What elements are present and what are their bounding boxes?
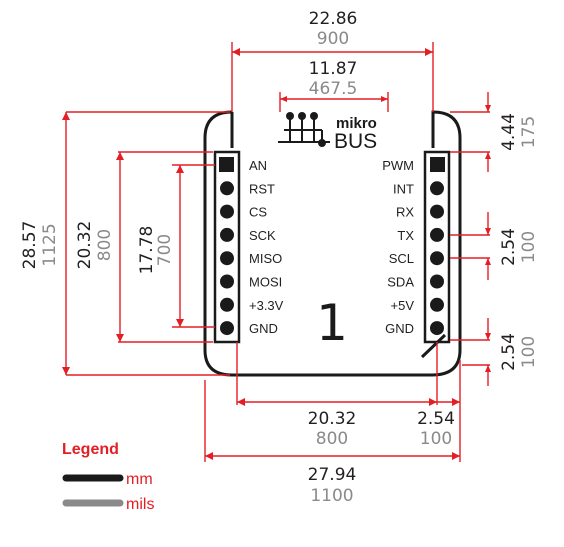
right-pin-dot: [430, 227, 444, 242]
right-pin-dot: [430, 297, 444, 312]
dim-pin-pitch-mm: 2.54: [499, 228, 519, 266]
dim-total-width: 27.94 1100: [204, 380, 460, 506]
left-pin-dot: [220, 251, 234, 266]
dim-inner-width: 20.32 800: [236, 342, 461, 462]
left-pin-dot: [220, 227, 234, 242]
dim-edge-offset-mil: 100: [420, 429, 452, 449]
dim-logo-width: 11.87 467.5: [279, 59, 389, 112]
right-pin-label: +5V: [391, 298, 415, 313]
dim-total-height-mil: 1125: [40, 223, 60, 266]
board-corner-notch: [420, 333, 447, 359]
dim-bottom-edge-mil: 100: [519, 336, 539, 368]
dim-corner-offset-mm: 4.44: [499, 113, 519, 151]
dim-total-width-mm: 27.94: [308, 465, 357, 485]
bus-icon: [278, 112, 330, 147]
right-pin-label: SDA: [387, 275, 414, 290]
dim-logo-width-mil: 467.5: [309, 79, 358, 99]
logo-bus: BUS: [334, 130, 377, 153]
legend-label-mils: mils: [126, 496, 154, 513]
legend-label-mm: mm: [126, 471, 153, 488]
left-pin-dot: [220, 181, 234, 196]
left-header-pins: [220, 181, 234, 336]
logo-mikro: mikro: [336, 115, 377, 132]
dim-pin-pitch-mil: 100: [519, 231, 539, 263]
right-pin-dot: [430, 321, 444, 336]
left-pin-label: MISO: [249, 251, 282, 266]
right-pin-label: RX: [396, 205, 414, 220]
dim-top-width-mil: 900: [317, 29, 349, 49]
right-pin-label: SCL: [389, 251, 414, 266]
left-pin-dot: [220, 274, 234, 289]
left-pin-label: RST: [249, 181, 275, 196]
left-pin-label: +3.3V: [249, 298, 284, 313]
dim-header-length-mm: 20.32: [75, 221, 95, 270]
dim-inner-width-mm: 20.32: [308, 409, 357, 429]
mikrobus-logo: mikro BUS: [278, 112, 377, 153]
dim-corner-offset-mil: 175: [519, 116, 539, 148]
left-pin-labels: AN RST CS SCK MISO MOSI +3.3V GND: [249, 158, 284, 336]
legend-title: Legend: [62, 441, 119, 458]
right-pin-dot: [430, 181, 444, 196]
board-number: 1: [316, 294, 348, 352]
left-pin-dot: [220, 321, 234, 336]
dim-header-length: 20.32 800: [75, 151, 213, 343]
left-pin-label: AN: [249, 158, 267, 173]
left-pin-dot: [220, 204, 234, 219]
dim-bottom-edge-mm: 2.54: [499, 333, 519, 371]
left-header: [213, 150, 241, 344]
dim-edge-offset: 2.54 100: [417, 409, 455, 449]
dim-pin-pitch: 2.54 100: [450, 212, 539, 280]
dim-total-width-mil: 1100: [310, 486, 353, 506]
left-pin-label: SCK: [249, 228, 276, 243]
dim-pins-span-mm: 17.78: [137, 226, 157, 275]
right-pin-labels: PWM INT RX TX SCL SDA +5V GND: [382, 158, 414, 336]
right-pin-1-square: [430, 157, 445, 172]
right-pin-dot: [430, 204, 444, 219]
dim-pins-span: 17.78 700: [137, 164, 215, 328]
dim-top-width-mm: 22.86: [309, 9, 358, 29]
right-header: [423, 150, 451, 344]
left-pin-label: MOSI: [249, 275, 282, 290]
left-pin-dot: [220, 297, 234, 312]
dim-edge-offset-mm: 2.54: [417, 409, 455, 429]
dim-inner-width-mil: 800: [316, 429, 348, 449]
dim-total-height: 28.57 1125: [20, 111, 230, 376]
left-pin-label: CS: [249, 205, 267, 220]
dim-logo-width-mm: 11.87: [309, 59, 358, 79]
board-outline: [203, 110, 462, 377]
dim-pins-span-mil: 700: [155, 234, 175, 266]
dim-bottom-edge: 2.54 100: [450, 318, 539, 386]
right-pin-label: GND: [385, 321, 414, 336]
left-pin-1-square: [219, 157, 234, 172]
dim-corner-offset: 4.44 175: [450, 92, 539, 172]
right-pin-label: TX: [397, 228, 414, 243]
right-pin-dot: [430, 251, 444, 266]
right-pin-label: PWM: [382, 158, 414, 173]
right-header-pins: [430, 181, 444, 336]
legend: Legend mm mils: [62, 441, 154, 513]
dim-top-width: 22.86 900: [231, 9, 434, 112]
left-pin-label: GND: [249, 321, 278, 336]
right-pin-label: INT: [393, 181, 414, 196]
dim-total-height-mm: 28.57: [20, 221, 40, 270]
right-pin-dot: [430, 274, 444, 289]
dim-header-length-mil: 800: [95, 229, 115, 261]
